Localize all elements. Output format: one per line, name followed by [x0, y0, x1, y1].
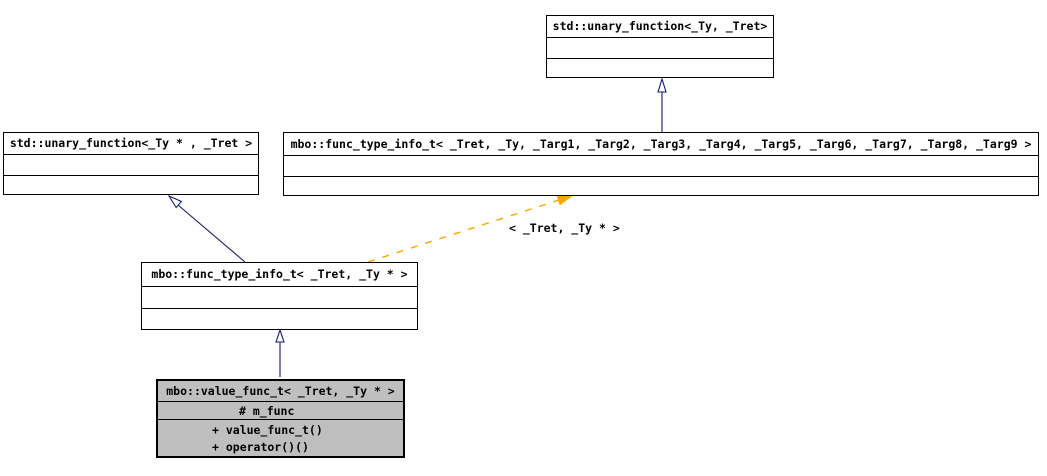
attribute-m-func: # m_func: [239, 404, 295, 418]
class-node-title: mbo::func_type_info_t< _Tret, _Ty, _Targ…: [290, 137, 1032, 151]
methods-compartment: [4, 175, 258, 194]
class-node-mbo-func-type-info-t-general[interactable]: mbo::func_type_info_t< _Tret, _Ty, _Targ…: [283, 132, 1039, 196]
class-node-std-unary-function[interactable]: std::unary_function<_Ty, _Tret>: [546, 15, 774, 78]
inheritance-arrow-func-type-info-general-to-std-unary-function: [657, 77, 667, 133]
class-node-std-unary-function-ptr[interactable]: std::unary_function<_Ty * , _Tret >: [3, 132, 259, 195]
attributes-compartment: [547, 37, 773, 58]
class-node-title: mbo::func_type_info_t< _Tret, _Ty * >: [151, 267, 408, 281]
attributes-compartment: [284, 155, 1038, 176]
class-node-title: mbo::value_func_t< _Tret, _Ty * >: [166, 384, 395, 398]
attributes-compartment: [4, 154, 258, 175]
inheritance-arrow-value-func-to-func-type-info-ptr: [275, 328, 285, 377]
class-node-mbo-value-func-t-highlighted: mbo::value_func_t< _Tret, _Ty * > # m_fu…: [156, 379, 405, 458]
inheritance-arrow-func-type-info-ptr-to-std-unary-function-ptr: [167, 194, 246, 263]
attributes-compartment: [142, 286, 417, 308]
methods-compartment: [547, 58, 773, 77]
method-value-func-t: + value_func_t(): [212, 423, 323, 437]
class-node-title: std::unary_function<_Ty * , _Tret >: [9, 136, 253, 150]
methods-compartment: [284, 176, 1038, 195]
methods-compartment: + value_func_t() + operator()(): [158, 419, 403, 456]
attributes-compartment: # m_func: [158, 401, 403, 419]
class-node-title: std::unary_function<_Ty, _Tret>: [552, 19, 768, 33]
class-node-mbo-func-type-info-t-ptr[interactable]: mbo::func_type_info_t< _Tret, _Ty * >: [141, 262, 418, 330]
method-operator-call: + operator()(): [212, 440, 309, 454]
methods-compartment: [142, 308, 417, 329]
template-arguments-edge-label: < _Tret, _Ty * >: [509, 221, 620, 235]
